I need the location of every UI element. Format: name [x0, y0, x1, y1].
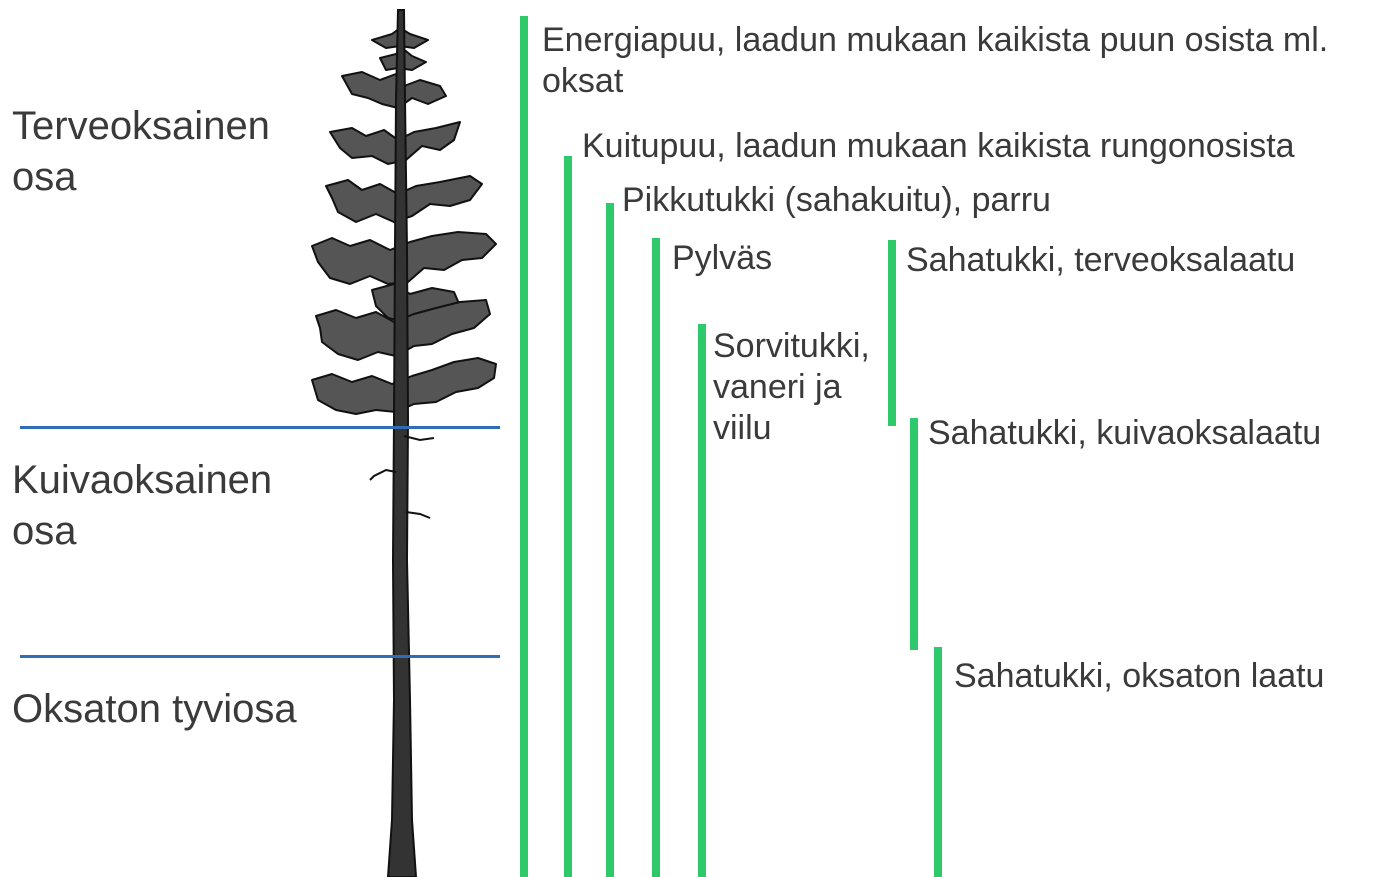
- tree-trunk: [386, 9, 418, 877]
- label-saw-log-healthy: Sahatukki, terveoksalaatu: [906, 241, 1296, 279]
- zone-divider-upper: [20, 426, 500, 429]
- label-energy-wood: Energiapuu, laadun mukaan kaikista puun …: [542, 21, 1329, 100]
- bar-saw-log-dry: [910, 418, 918, 650]
- pine-tree-illustration: [311, 9, 497, 877]
- zone-label-healthy-branch: Terveoksainen osa: [12, 104, 270, 199]
- bar-saw-log-healthy: [888, 240, 896, 426]
- bar-pole: [652, 238, 660, 877]
- tree-dry-branches: [369, 435, 435, 519]
- bar-small-log: [606, 203, 614, 877]
- bar-saw-log-knotless: [934, 647, 942, 877]
- zone-divider-lower: [20, 655, 500, 658]
- label-pulpwood: Kuitupuu, laadun mukaan kaikista rungono…: [582, 127, 1295, 165]
- bar-pulpwood: [564, 156, 572, 877]
- zone-label-knotless-butt: Oksaton tyviosa: [12, 687, 297, 731]
- label-saw-log-dry: Sahatukki, kuivaoksalaatu: [928, 414, 1322, 452]
- label-pole: Pylväs: [672, 239, 773, 277]
- label-veneer-log: Sorvitukki, vaneri ja viilu: [713, 327, 870, 447]
- label-saw-log-knotless: Sahatukki, oksaton laatu: [954, 657, 1325, 695]
- bar-energy-wood: [520, 16, 528, 877]
- label-small-log: Pikkutukki (sahakuitu), parru: [622, 181, 1051, 219]
- bar-veneer-log: [698, 324, 706, 877]
- zone-label-dry-branch: Kuivaoksainen osa: [12, 458, 273, 553]
